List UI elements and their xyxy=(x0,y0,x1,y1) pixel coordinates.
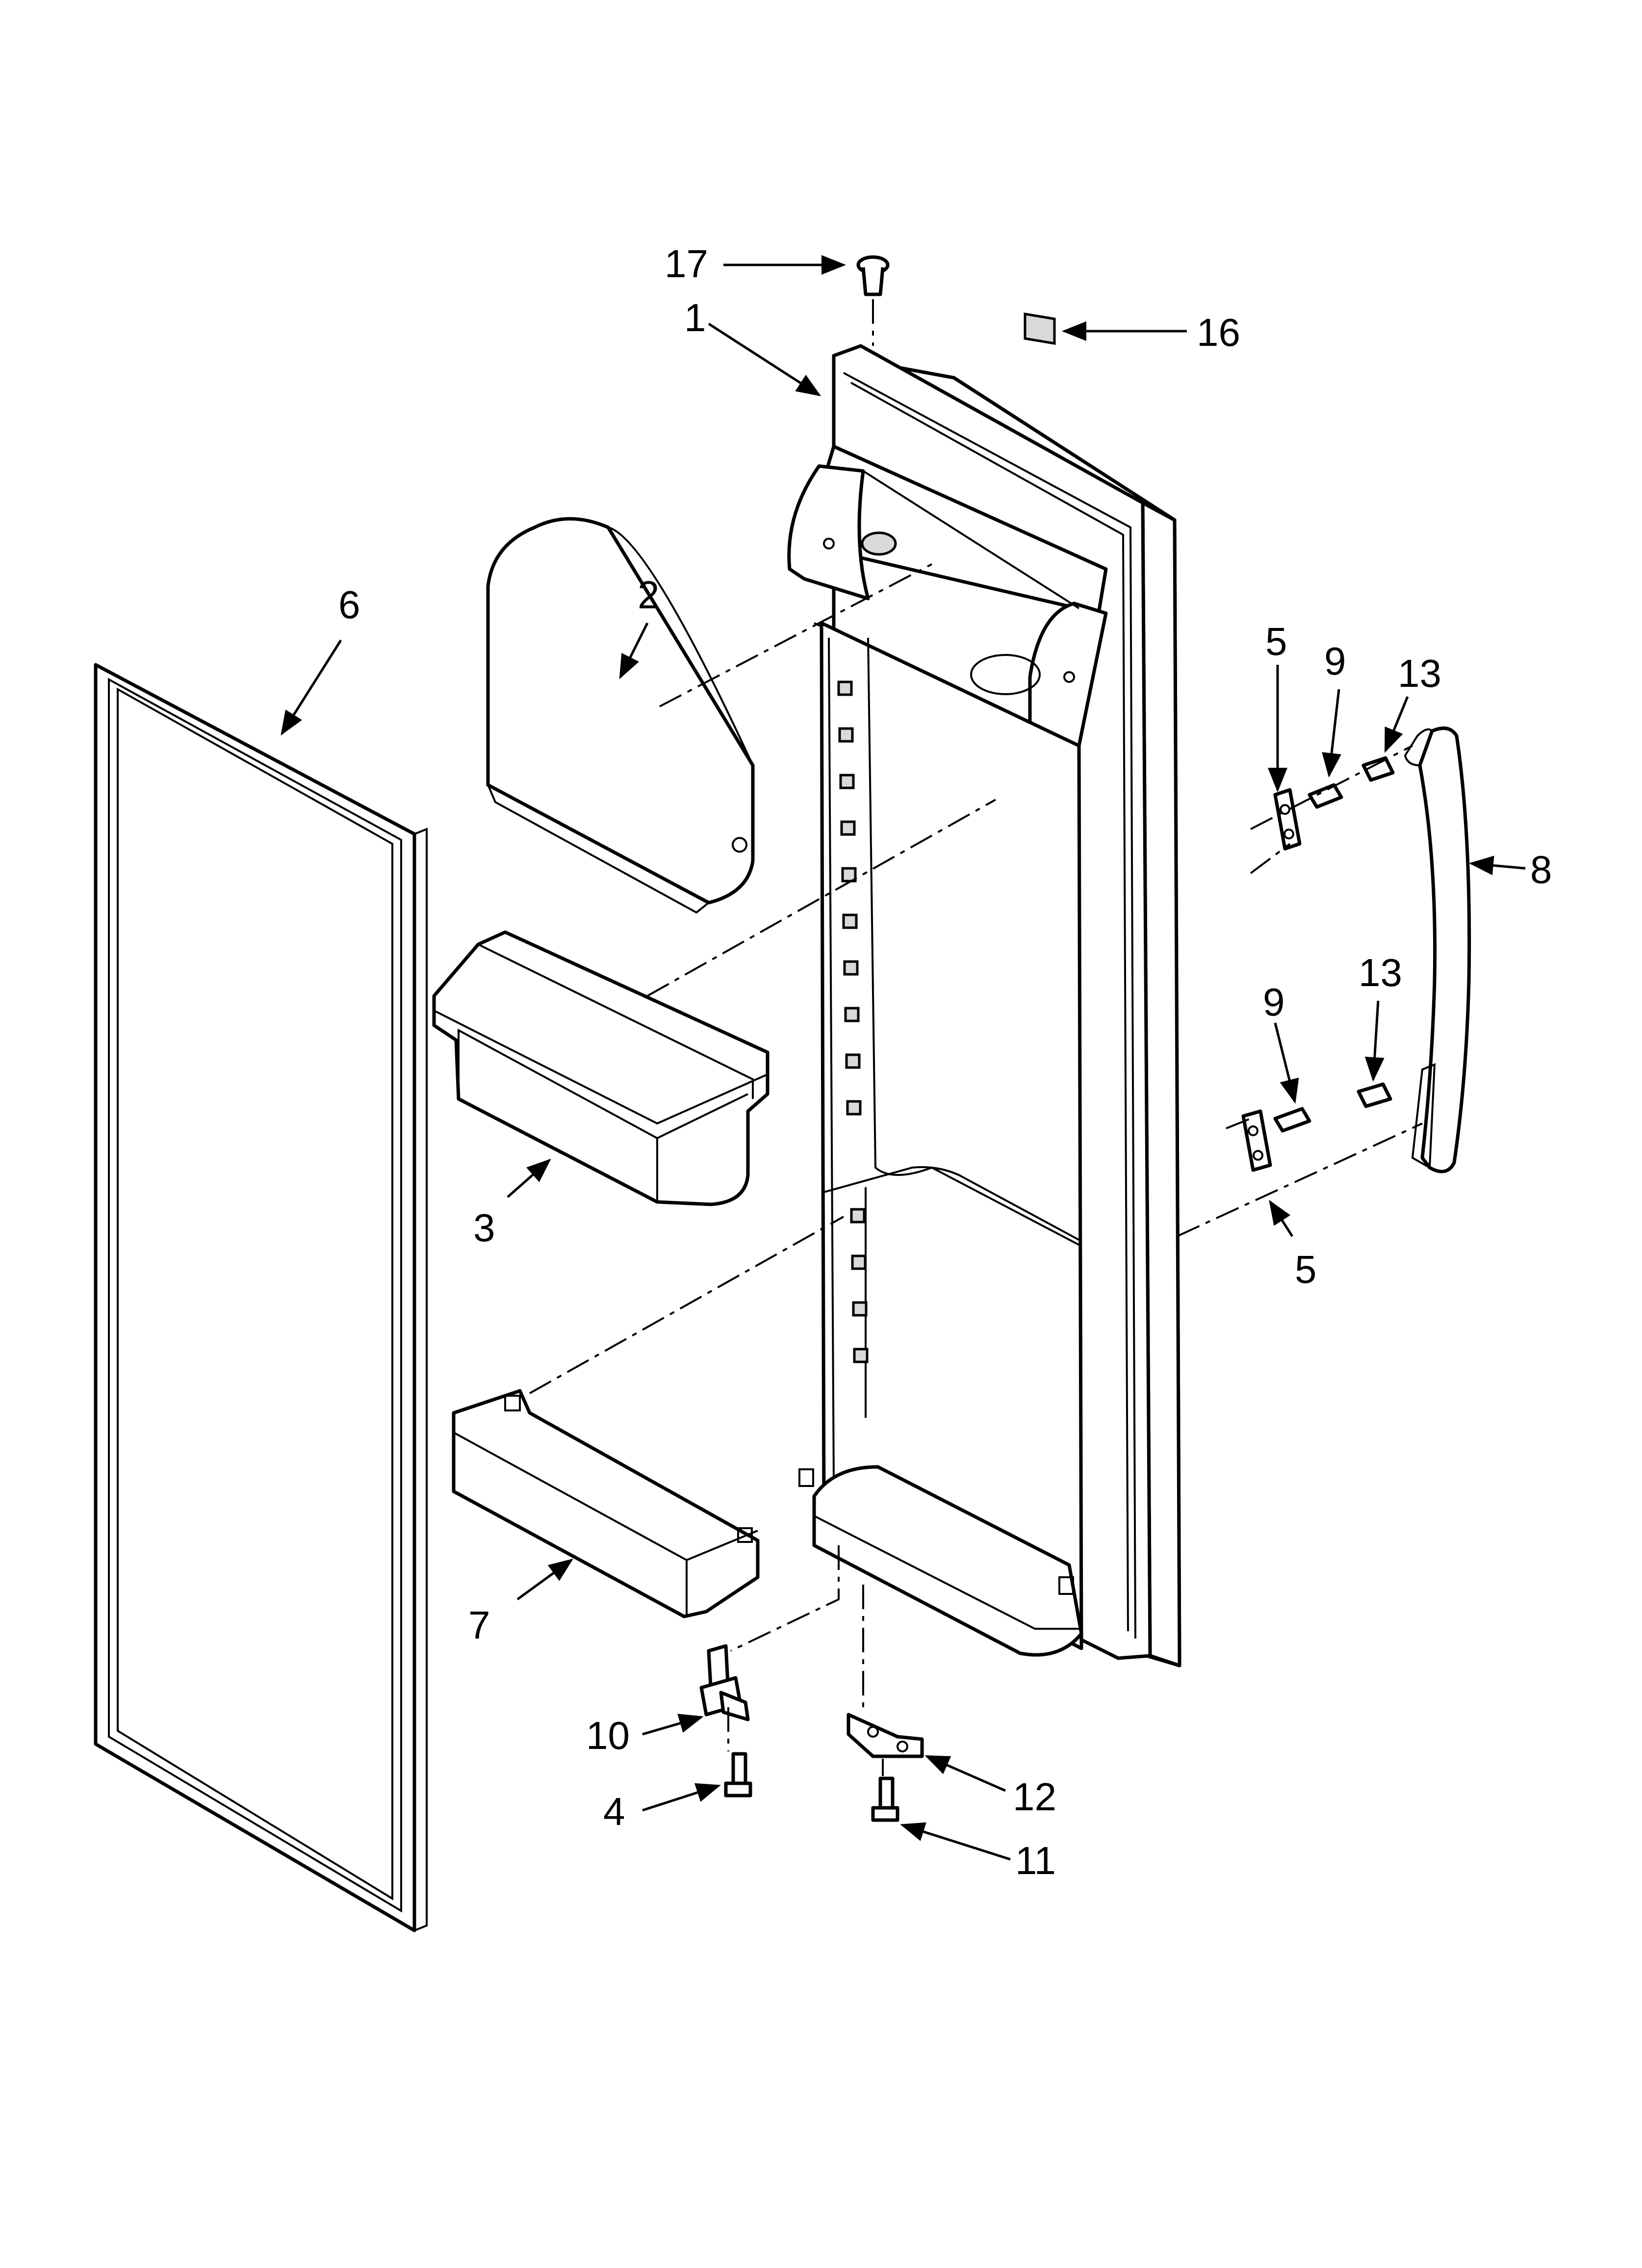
door-gasket xyxy=(94,663,428,1932)
callout-3: 3 xyxy=(473,1206,495,1250)
door-handle xyxy=(1404,726,1471,1173)
callout-1: 1 xyxy=(684,296,706,339)
lower-door-bin xyxy=(452,1389,760,1618)
screw-11 xyxy=(871,1776,899,1822)
screw-lower xyxy=(1273,1107,1311,1133)
hex-screw-lower xyxy=(1357,1082,1392,1108)
handle-bracket-upper xyxy=(1273,788,1302,851)
hinge-pin xyxy=(699,1644,750,1721)
callout-11: 11 xyxy=(1015,1839,1056,1882)
callout-2: 2 xyxy=(638,573,660,617)
screw-upper xyxy=(1308,783,1343,809)
callout-9-upper: 9 xyxy=(1324,639,1346,683)
label-part xyxy=(1024,313,1056,345)
callout-7: 7 xyxy=(468,1603,490,1647)
callout-12: 12 xyxy=(1013,1775,1056,1819)
screw-4 xyxy=(724,1752,752,1798)
dairy-door xyxy=(486,517,755,914)
callout-10: 10 xyxy=(586,1714,630,1757)
callout-8: 8 xyxy=(1530,848,1552,891)
callout-13-lower: 13 xyxy=(1359,951,1402,994)
callout-9-lower: 9 xyxy=(1263,980,1285,1024)
bin-support-bosses xyxy=(837,680,869,1363)
callout-5-upper: 5 xyxy=(1265,620,1287,663)
callout-13-upper: 13 xyxy=(1398,652,1441,695)
callout-16: 16 xyxy=(1197,311,1240,354)
callout-6: 6 xyxy=(338,583,360,626)
door-liner xyxy=(787,344,1181,1668)
callout-4: 4 xyxy=(603,1790,625,1833)
hinge-plate xyxy=(847,1713,924,1758)
door-plug xyxy=(856,255,890,296)
callout-17: 17 xyxy=(665,242,708,286)
callout-5-lower: 5 xyxy=(1295,1248,1317,1291)
leader-arrows xyxy=(281,255,1526,1861)
assembly-lines xyxy=(529,299,1423,1776)
callout-labels: 17 1 16 2 6 5 9 13 8 9 13 3 5 7 10 4 12 … xyxy=(338,242,1552,1882)
hex-screw-upper xyxy=(1361,756,1395,782)
door-bin xyxy=(432,930,770,1206)
handle-bracket-lower xyxy=(1241,1109,1272,1172)
